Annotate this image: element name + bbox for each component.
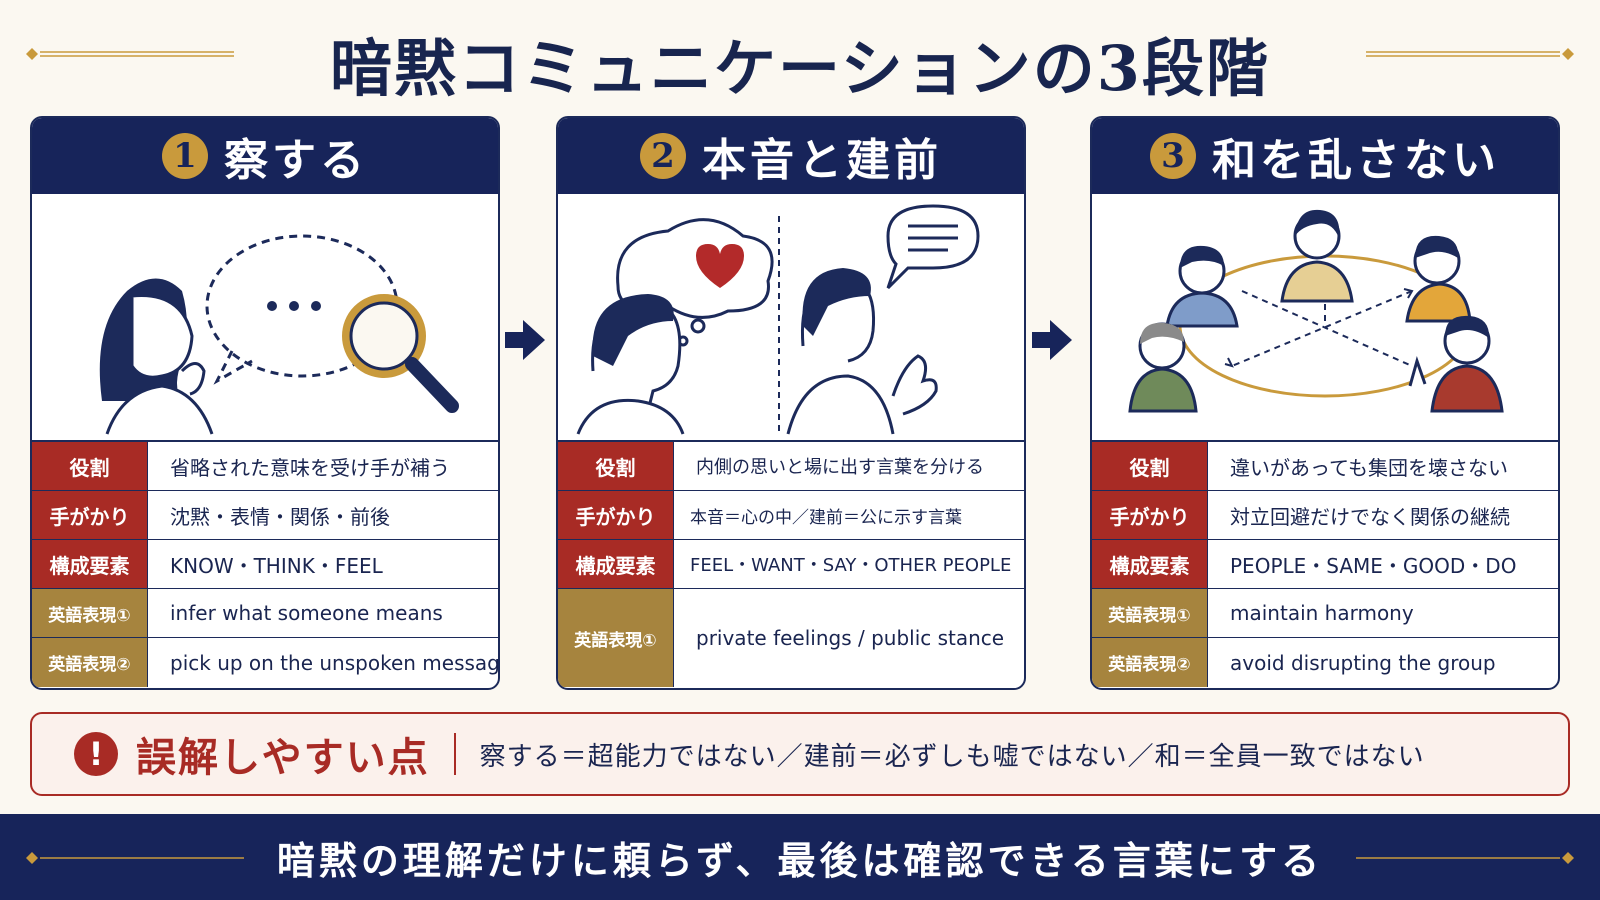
table-row: 構成要素 PEOPLE・SAME・GOOD・DO	[1092, 540, 1558, 589]
row-value: KNOW・THINK・FEEL	[170, 553, 383, 578]
row-label: 役割	[558, 442, 674, 490]
stage-number-badge: 1	[162, 133, 208, 179]
row-label: 構成要素	[1092, 540, 1208, 588]
table-row: 英語表現① private feelings / public stance	[558, 589, 1024, 687]
stage-panel-3: 3 和を乱さない 役割違いがあっても集団を壊さない 手がかり対立回避だけでなく関…	[1090, 116, 1560, 690]
ornament-right-icon	[1356, 852, 1574, 864]
row-value: 沈黙・表情・関係・前後	[170, 504, 390, 529]
row-value: 本音＝心の中／建前＝公に示す言葉	[690, 507, 962, 528]
stage-title: 察する	[224, 135, 368, 186]
table-row: 役割 内側の思いと場に出す言葉を分ける	[558, 442, 1024, 491]
table-row: 手がかり対立回避だけでなく関係の継続	[1092, 491, 1558, 540]
row-value: infer what someone means	[170, 601, 443, 625]
exclamation-icon: !	[74, 732, 118, 776]
misconception-box: ! 誤解しやすい点 察する＝超能力ではない／建前＝必ずしも嘘ではない／和＝全員一…	[30, 712, 1570, 796]
table-row: 構成要素 FEEL・WANT・SAY・OTHER PEOPLE	[558, 540, 1024, 589]
stage-header: 1 察する	[32, 118, 498, 194]
stage-number-badge: 3	[1150, 133, 1196, 179]
row-value: pick up on the unspoken message	[170, 650, 500, 675]
row-label: 役割	[32, 442, 148, 490]
table-row: 構成要素 KNOW・THINK・FEEL	[32, 540, 498, 589]
row-value: 対立回避だけでなく関係の継続	[1230, 504, 1510, 529]
stage-header: 3 和を乱さない	[1092, 118, 1558, 194]
header: 暗黙コミュニケーションの3段階	[0, 0, 1600, 112]
ornament-left-icon	[26, 852, 244, 864]
stage-table: 役割違いがあっても集団を壊さない 手がかり対立回避だけでなく関係の継続 構成要素…	[1092, 440, 1558, 687]
row-label: 英語表現②	[32, 638, 148, 687]
table-row: 英語表現② pick up on the unspoken message	[32, 638, 498, 687]
stage-table: 役割省略された意味を受け手が補う 手がかり沈黙・表情・関係・前後 構成要素 KNO…	[32, 440, 498, 687]
stage-title: 本音と建前	[702, 135, 942, 186]
magnifier-speech-icon	[99, 234, 459, 435]
heart-thought-speech-icon	[576, 204, 980, 435]
stage-panel-2: 2 本音と建前 役割 内側の思いと場に出す言葉を分ける 手がかり本音＝心の中／建前…	[556, 116, 1026, 690]
row-label: 英語表現①	[558, 589, 674, 687]
row-label: 英語表現①	[1092, 589, 1208, 637]
row-value: private feelings / public stance	[696, 626, 1005, 650]
stage-table: 役割内側の思いと場に出す言葉を分ける 手がかり本音＝心の中／建前＝公に示す言葉 …	[558, 440, 1024, 687]
ornament-right-icon	[1366, 48, 1574, 60]
row-label: 英語表現②	[1092, 638, 1208, 687]
row-label: 構成要素	[32, 540, 148, 588]
stage-panel-1: 1 察する 役割省略された意味を受け手が補う 手がかり沈黙・表情・関係・前後 構…	[30, 116, 500, 690]
misconception-text: 察する＝超能力ではない／建前＝必ずしも嘘ではない／和＝全員一致ではない	[479, 741, 1425, 772]
table-row: 手がかり本音＝心の中／建前＝公に示す言葉	[558, 491, 1024, 540]
table-row: 英語表現② avoid disrupting the group	[1092, 638, 1558, 687]
footer-message: 暗黙の理解だけに頼らず、最後は確認できる言葉にする	[276, 837, 1324, 883]
misconception-title: 誤解しやすい点	[136, 734, 430, 781]
row-value: PEOPLE・SAME・GOOD・DO	[1230, 553, 1517, 578]
group-circle-icon	[1128, 209, 1504, 413]
row-label: 手がかり	[1092, 491, 1208, 539]
row-label: 構成要素	[558, 540, 674, 588]
table-row: 手がかり沈黙・表情・関係・前後	[32, 491, 498, 540]
page-title: 暗黙コミュニケーションの3段階	[330, 32, 1270, 105]
row-label: 役割	[1092, 442, 1208, 490]
row-label: 英語表現①	[32, 589, 148, 637]
arrow-right-icon	[505, 320, 545, 360]
table-row: 役割違いがあっても集団を壊さない	[1092, 442, 1558, 491]
footer-banner: 暗黙の理解だけに頼らず、最後は確認できる言葉にする	[0, 814, 1600, 900]
table-row: 英語表現① infer what someone means	[32, 589, 498, 638]
stage-header: 2 本音と建前	[558, 118, 1024, 194]
row-value: avoid disrupting the group	[1230, 650, 1496, 675]
row-label: 手がかり	[32, 491, 148, 539]
table-row: 役割省略された意味を受け手が補う	[32, 442, 498, 491]
table-row: 英語表現① maintain harmony	[1092, 589, 1558, 638]
row-label: 手がかり	[558, 491, 674, 539]
stage-number-badge: 2	[640, 133, 686, 179]
stage-title: 和を乱さない	[1212, 135, 1500, 186]
row-value: 省略された意味を受け手が補う	[170, 455, 450, 480]
arrow-right-icon	[1032, 320, 1072, 360]
row-value: 内側の思いと場に出す言葉を分ける	[696, 457, 984, 478]
row-value: 違いがあっても集団を壊さない	[1230, 455, 1508, 480]
ornament-left-icon	[26, 48, 234, 60]
row-value: FEEL・WANT・SAY・OTHER PEOPLE	[690, 555, 1012, 576]
row-value: maintain harmony	[1230, 601, 1414, 625]
divider	[453, 733, 456, 775]
